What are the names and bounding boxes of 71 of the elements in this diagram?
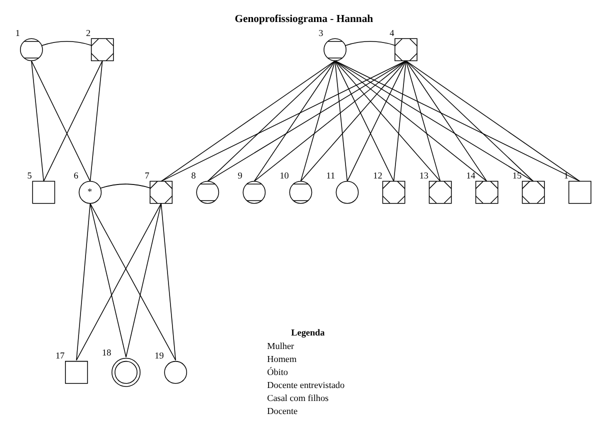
connector	[30, 60, 90, 182]
connector	[30, 60, 44, 182]
node-circle: *	[78, 180, 102, 204]
legend-label: Docente entrevistado	[266, 380, 344, 390]
connector	[334, 60, 348, 182]
node-xcircle	[242, 180, 266, 204]
node-label: 11	[326, 170, 335, 181]
connector	[125, 203, 161, 358]
node-xcircle	[323, 38, 346, 62]
connector	[42, 60, 102, 182]
node-box	[64, 360, 88, 384]
connector	[405, 60, 440, 182]
node-label: 7	[144, 170, 149, 181]
node-label: 5	[26, 170, 32, 181]
node-label: 14	[466, 170, 475, 181]
connector	[405, 60, 534, 182]
connector	[89, 203, 126, 358]
node-label: 19	[154, 350, 164, 361]
legend-label: Óbito	[266, 367, 288, 378]
connector	[334, 60, 534, 182]
connector	[405, 60, 487, 182]
legend-label: Mulher	[266, 341, 294, 352]
node-label: 18	[102, 348, 111, 358]
node-label: 13	[418, 170, 428, 181]
connector	[206, 60, 406, 182]
node-label: 3	[318, 28, 323, 38]
connector	[89, 60, 102, 182]
connector	[76, 203, 161, 361]
connector	[206, 60, 335, 182]
connector	[334, 60, 580, 182]
connector	[253, 60, 335, 182]
connector	[160, 60, 406, 182]
node-doublecircle	[111, 358, 140, 387]
connector	[344, 41, 395, 46]
connector	[392, 60, 406, 182]
node-box	[32, 180, 55, 204]
node-xcircle	[20, 38, 42, 62]
connector	[346, 60, 406, 182]
label: Legenda	[290, 327, 324, 338]
connector	[300, 60, 335, 182]
connector	[89, 203, 176, 361]
node-label: 1	[14, 28, 20, 38]
diagram-title: Genoprofissiograma - Hannah	[234, 13, 373, 26]
connector	[100, 184, 150, 189]
node-xcircle	[288, 180, 312, 204]
connector	[334, 60, 440, 182]
node-box	[568, 180, 591, 204]
node-label: 6	[73, 170, 78, 181]
legend-label: Docente	[266, 406, 298, 416]
connector	[160, 203, 176, 361]
node-label: 4	[389, 28, 394, 38]
connector	[405, 60, 580, 182]
node-label: 2	[85, 28, 90, 38]
connector	[41, 41, 92, 46]
connector	[334, 60, 394, 182]
connector	[334, 60, 487, 182]
node-circle	[335, 180, 358, 204]
node-label: 9	[237, 170, 242, 181]
connector	[76, 203, 90, 361]
node-xcircle	[196, 180, 219, 204]
node-label: 17	[54, 350, 64, 361]
connector	[253, 60, 406, 182]
connector	[300, 60, 406, 182]
legend-label: Homem	[266, 354, 296, 364]
node-label: 15	[512, 170, 522, 181]
legend-label: Casal com filhos	[266, 393, 328, 404]
node-label: 8	[190, 170, 196, 181]
node-label: 10	[279, 170, 288, 181]
node-label: 12	[372, 170, 382, 181]
node-circle	[164, 360, 187, 384]
connector	[160, 60, 335, 182]
